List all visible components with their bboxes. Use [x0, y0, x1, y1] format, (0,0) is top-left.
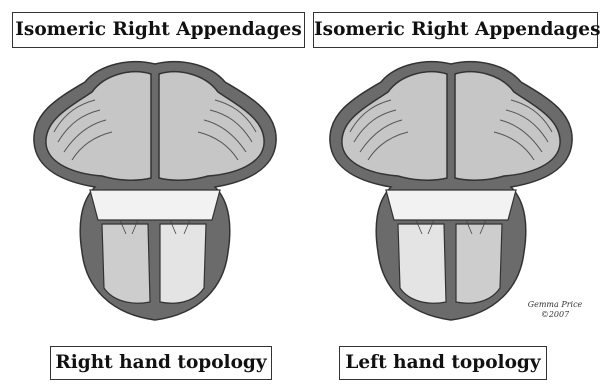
morphologic-right-ventricle [456, 224, 502, 303]
atrioventricular-junction [386, 190, 516, 220]
right-atrium [342, 72, 447, 180]
right-hand-topology-heart-diagram [20, 52, 290, 327]
left-atrium [455, 72, 560, 180]
signature-year: ©2007 [520, 310, 590, 320]
right-panel-title: Isomeric Right Appendages [313, 12, 598, 48]
morphologic-left-ventricle [398, 224, 446, 303]
signature-name: Gemma Price [520, 300, 590, 310]
left-hand-topology-heart-diagram [316, 52, 586, 327]
left-panel-title: Isomeric Right Appendages [12, 12, 305, 48]
artist-signature: Gemma Price ©2007 [520, 300, 590, 320]
morphologic-left-ventricle [160, 224, 206, 303]
left-atrium [159, 72, 264, 180]
right-panel-caption: Left hand topology [339, 346, 547, 380]
atrioventricular-junction [90, 190, 220, 220]
morphologic-right-ventricle [102, 224, 150, 303]
left-panel-caption: Right hand topology [50, 346, 272, 380]
right-atrium [46, 72, 151, 180]
